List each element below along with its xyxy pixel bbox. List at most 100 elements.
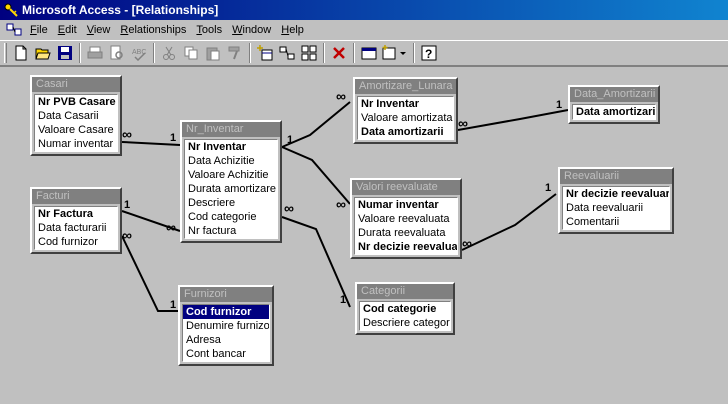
print-icon[interactable]	[84, 42, 106, 64]
spelling-icon[interactable]: ABC	[128, 42, 150, 64]
relation-inventar-valori	[281, 146, 351, 205]
table-title[interactable]: Data_Amortizarii	[570, 87, 658, 102]
table-title[interactable]: Nr_Inventar	[182, 122, 280, 137]
field-item[interactable]: Data reevaluarii	[566, 202, 644, 214]
table-furnizori[interactable]: Furnizori Cod furnizor Denumire furnizor…	[178, 285, 274, 366]
field-item[interactable]: Nr Factura	[38, 208, 94, 220]
field-list: Nr PVB Casare Data Casarii Valoare Casar…	[34, 94, 118, 152]
card-inventar-one-b: 1	[287, 134, 293, 146]
table-title[interactable]: Reevaluarii	[560, 169, 672, 184]
field-item[interactable]: Valoare amortizata	[361, 112, 453, 124]
field-item[interactable]: Durata amortizare	[188, 183, 277, 195]
field-item[interactable]: Data amortizarii	[576, 106, 655, 118]
field-item[interactable]: Nr PVB Casare	[38, 96, 116, 108]
field-item[interactable]: Cod categorie	[188, 211, 257, 223]
menu-file[interactable]: File	[30, 23, 48, 36]
relationships-window-icon[interactable]	[6, 23, 22, 37]
field-item[interactable]: Nr Inventar	[188, 141, 247, 153]
print-preview-icon[interactable]	[106, 42, 128, 64]
field-item[interactable]: Data amortizarii	[361, 126, 444, 138]
delete-icon[interactable]	[328, 42, 350, 64]
field-item[interactable]: Data Achizitie	[188, 155, 255, 167]
menu-help[interactable]: Help	[281, 23, 304, 36]
field-item[interactable]: Valoare Achizitie	[188, 169, 269, 181]
field-item[interactable]: Data facturarii	[38, 222, 107, 234]
show-table-icon[interactable]	[254, 42, 276, 64]
field-list: Data amortizarii	[572, 104, 656, 120]
relation-amortizare-data	[457, 109, 569, 131]
field-item[interactable]: Nr decizie reevaluare	[566, 188, 669, 200]
new-icon[interactable]	[10, 42, 32, 64]
field-list: Nr Factura Data facturarii Cod furnizor	[34, 206, 118, 250]
card-casari-many: ∞	[122, 126, 132, 142]
menu-relationships[interactable]: Relationships	[120, 23, 187, 36]
table-categorii[interactable]: Categorii Cod categorie Descriere catego…	[355, 282, 455, 335]
table-facturi[interactable]: Facturi Nr Factura Data facturarii Cod f…	[30, 187, 122, 254]
copy-icon[interactable]	[180, 42, 202, 64]
menu-tools[interactable]: Tools	[196, 23, 223, 36]
field-item[interactable]: Adresa	[186, 334, 221, 346]
relationships-canvas[interactable]: ∞ 1 1 ∞ ∞ 1 1 ∞ ∞ ∞ 1 ∞ 1 ∞ 1 Casari Nr …	[0, 66, 728, 404]
relation-valori-reevaluari	[461, 193, 557, 251]
table-title[interactable]: Amortizare_Lunara	[355, 79, 456, 94]
title-bar: Microsoft Access - [Relationships]	[0, 0, 728, 20]
window-title: Microsoft Access - [Relationships]	[22, 3, 219, 17]
field-item-selected[interactable]: Cod furnizor	[183, 305, 269, 319]
card-furnizori-one: 1	[170, 299, 176, 311]
field-item[interactable]: Nr Inventar	[361, 98, 420, 110]
table-title[interactable]: Categorii	[357, 284, 453, 299]
field-item[interactable]: Cod categorie	[363, 303, 437, 315]
open-icon[interactable]	[32, 42, 54, 64]
table-reevaluarii[interactable]: Reevaluarii Nr decizie reevaluare Data r…	[558, 167, 674, 234]
card-valori-many: ∞	[336, 196, 346, 212]
help-icon[interactable]: ?	[418, 42, 440, 64]
field-item[interactable]: Cod furnizor	[38, 236, 98, 248]
field-item[interactable]: Numar inventar	[358, 199, 439, 211]
field-item[interactable]: Cont bancar	[186, 348, 246, 360]
field-item[interactable]: Numar inventar	[38, 138, 114, 150]
table-title[interactable]: Valori reevaluate	[352, 180, 460, 195]
field-item[interactable]: Denumire furnizor	[186, 320, 269, 332]
card-facturi-one: 1	[124, 199, 130, 211]
field-list: Cod categorie Descriere categorie	[359, 301, 451, 331]
field-list: Cod furnizor Denumire furnizor Adresa Co…	[182, 304, 270, 362]
card-inventar-many-b: ∞	[284, 200, 294, 216]
field-item[interactable]: Data Casarii	[38, 110, 99, 122]
menu-bar: File Edit View Relationships Tools Windo…	[0, 20, 728, 39]
relation-casari-inventar	[121, 141, 181, 146]
field-item[interactable]: Valoare reevaluata	[358, 213, 450, 225]
field-item[interactable]: Nr decizie reevaluare	[358, 241, 457, 253]
field-list: Nr Inventar Valoare amortizata Data amor…	[357, 96, 454, 140]
save-icon[interactable]	[54, 42, 76, 64]
field-item[interactable]: Nr factura	[188, 225, 237, 237]
menu-window[interactable]: Window	[232, 23, 272, 36]
toolbar-grip[interactable]	[4, 43, 7, 63]
field-item[interactable]: Descriere	[188, 197, 236, 209]
table-casari[interactable]: Casari Nr PVB Casare Data Casarii Valoar…	[30, 75, 122, 156]
database-window-icon[interactable]	[358, 42, 380, 64]
table-nr-inventar[interactable]: Nr_Inventar Nr Inventar Data Achizitie V…	[180, 120, 282, 243]
field-item[interactable]: Valoare Casare	[38, 124, 114, 136]
table-valori-reevaluate[interactable]: Valori reevaluate Numar inventar Valoare…	[350, 178, 462, 259]
table-data-amortizarii[interactable]: Data_Amortizarii Data amortizarii	[568, 85, 660, 124]
field-item[interactable]: Durata reevaluata	[358, 227, 446, 239]
menu-edit[interactable]: Edit	[57, 23, 77, 36]
menu-view[interactable]: View	[86, 23, 111, 36]
table-amortizare-lunara[interactable]: Amortizare_Lunara Nr Inventar Valoare am…	[353, 77, 458, 144]
field-item[interactable]: Descriere categorie	[363, 317, 450, 329]
paste-icon[interactable]	[202, 42, 224, 64]
card-facturi-many: ∞	[122, 227, 132, 243]
card-amortizare-many-b: ∞	[458, 115, 468, 131]
table-title[interactable]: Furnizori	[180, 287, 272, 302]
show-direct-icon[interactable]	[276, 42, 298, 64]
table-title[interactable]: Facturi	[32, 189, 120, 204]
format-painter-icon[interactable]	[224, 42, 246, 64]
svg-text:?: ?	[425, 47, 432, 61]
relationship-lines: ∞ 1 1 ∞ ∞ 1 1 ∞ ∞ ∞ 1 ∞ 1 ∞ 1	[121, 88, 569, 312]
field-item[interactable]: Comentarii	[566, 216, 620, 228]
card-inventar-one-a: 1	[170, 132, 176, 144]
new-object-icon[interactable]	[380, 42, 410, 64]
cut-icon[interactable]	[158, 42, 180, 64]
show-all-relationships-icon[interactable]	[298, 42, 320, 64]
table-title[interactable]: Casari	[32, 77, 120, 92]
